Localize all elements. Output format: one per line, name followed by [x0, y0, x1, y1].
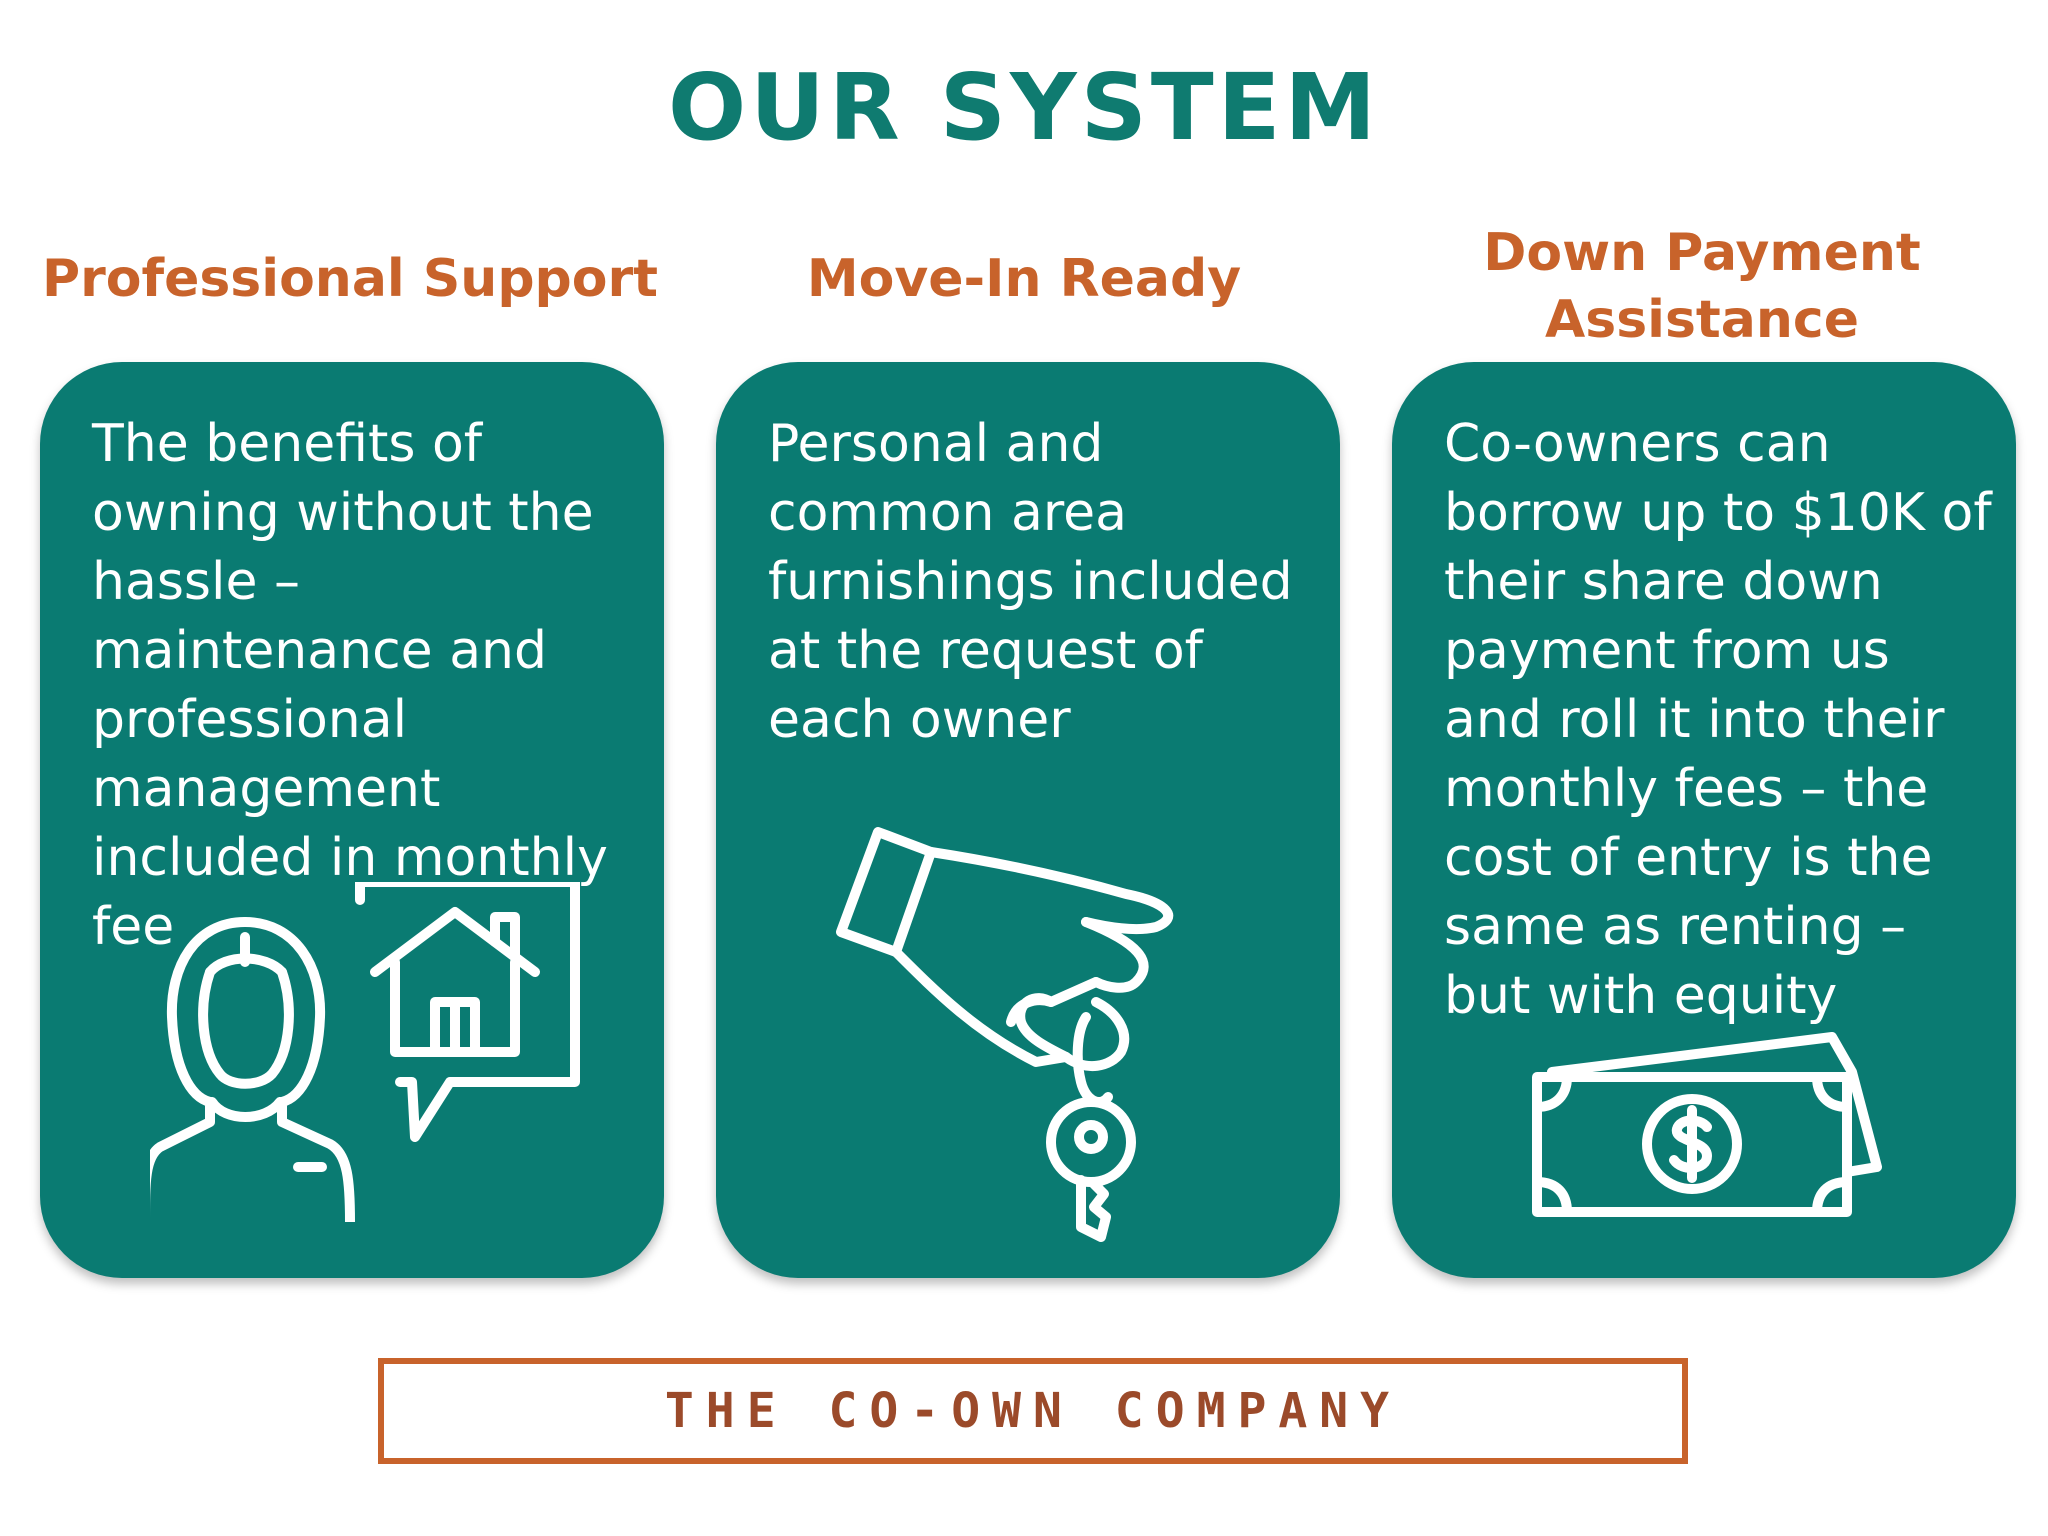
card-body-text: Co-owners can borrow up to $10K of their… — [1444, 414, 1992, 1026]
column-heading-move-in-ready: Move-In Ready — [806, 249, 1242, 309]
card-body-text: The benefits of owning without the hassl… — [92, 414, 608, 957]
card-down-payment-assistance: Co-owners can borrow up to $10K of their… — [1392, 362, 2016, 1278]
card-body-text: Personal and common area furnishings inc… — [768, 414, 1293, 750]
hand-key-icon — [836, 822, 1216, 1242]
manager-house-speech-icon — [150, 882, 590, 1222]
column-heading-down-payment-assistance: Down Payment Assistance — [1483, 223, 1921, 350]
brand-name: THE CO-OWN COMPANY — [664, 1383, 1402, 1439]
card-move-in-ready: Personal and common area furnishings inc… — [716, 362, 1340, 1278]
column-heading-professional-support: Professional Support — [41, 249, 658, 309]
money-bill-icon — [1532, 1032, 1892, 1222]
brand-logo-box: THE CO-OWN COMPANY — [378, 1358, 1688, 1464]
card-professional-support: The benefits of owning without the hassl… — [40, 362, 664, 1278]
page-title: OUR SYSTEM — [667, 54, 1381, 161]
